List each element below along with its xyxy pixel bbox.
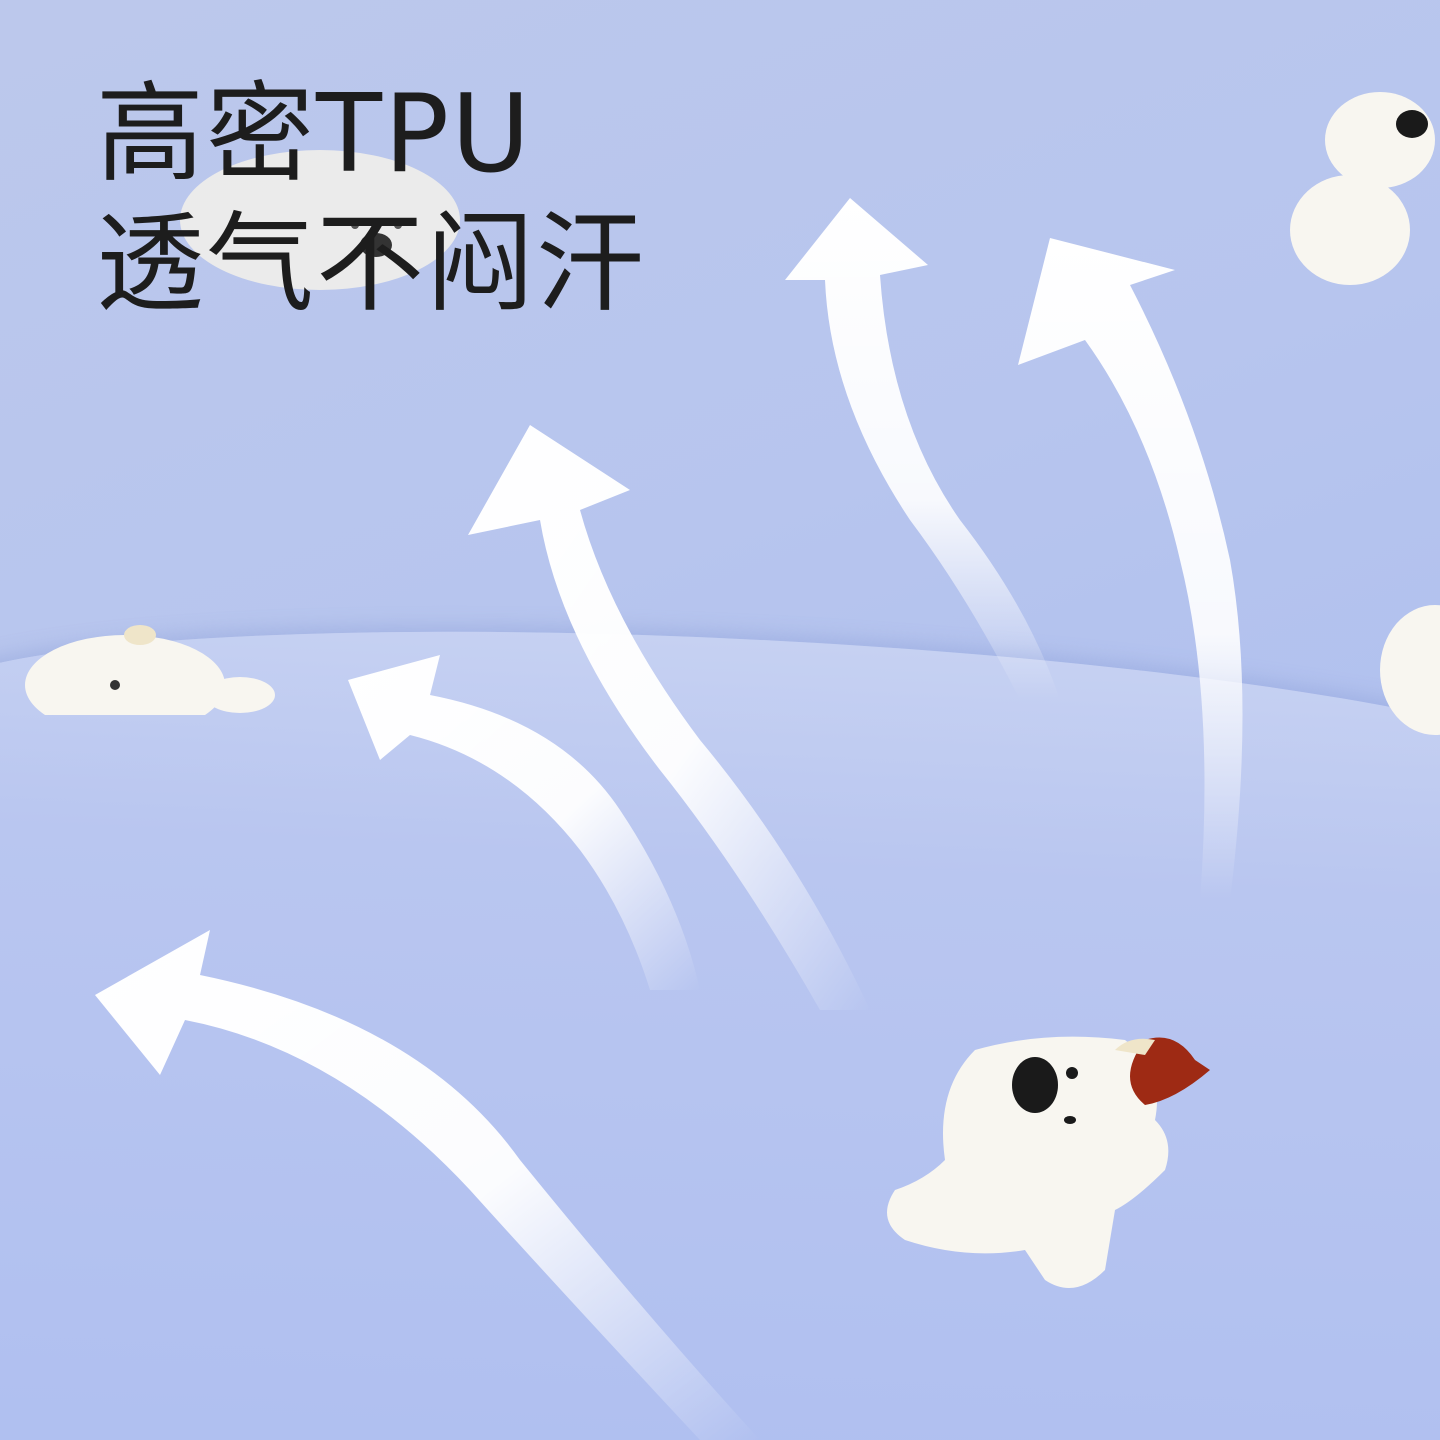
arrow-up-curved-icon <box>95 930 760 1440</box>
bear-print-icon <box>887 1036 1210 1288</box>
headline: 高密TPU 透气不闷汗 <box>96 70 646 330</box>
arrow-up-curved-icon <box>1018 238 1243 900</box>
bear-print-icon <box>1290 92 1435 285</box>
headline-line1: 高密TPU <box>96 72 533 197</box>
headline-line2: 透气不闷汗 <box>96 202 647 327</box>
arrow-up-curved-icon <box>348 655 700 990</box>
bear-print-icon <box>180 150 460 290</box>
arrow-up-curved-icon <box>468 425 870 1010</box>
arrow-up-curved-icon <box>785 198 1060 700</box>
bear-print-icon <box>25 625 275 715</box>
bear-print-icon <box>1380 605 1440 735</box>
